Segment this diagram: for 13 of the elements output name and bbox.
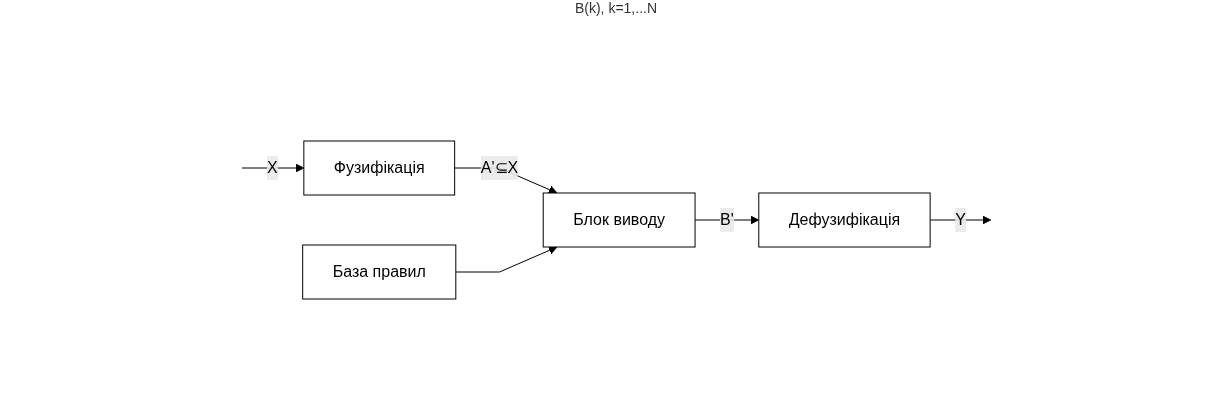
node-box: Дефузифікація xyxy=(757,192,931,248)
edge-label: B' xyxy=(719,211,734,228)
arrow xyxy=(929,215,991,225)
arrow xyxy=(241,163,304,173)
arrow xyxy=(454,246,557,273)
signal-label: B(k), k=1,...N xyxy=(574,0,658,18)
edge-label: X xyxy=(266,159,278,176)
edge-label: A'⊆X xyxy=(480,159,518,176)
node-box: Фузифікація xyxy=(302,140,455,196)
edge-label: Y xyxy=(954,211,966,228)
node-box: База правил xyxy=(301,244,456,300)
arrow xyxy=(694,215,759,225)
node-box: Блок виводу xyxy=(542,192,696,248)
